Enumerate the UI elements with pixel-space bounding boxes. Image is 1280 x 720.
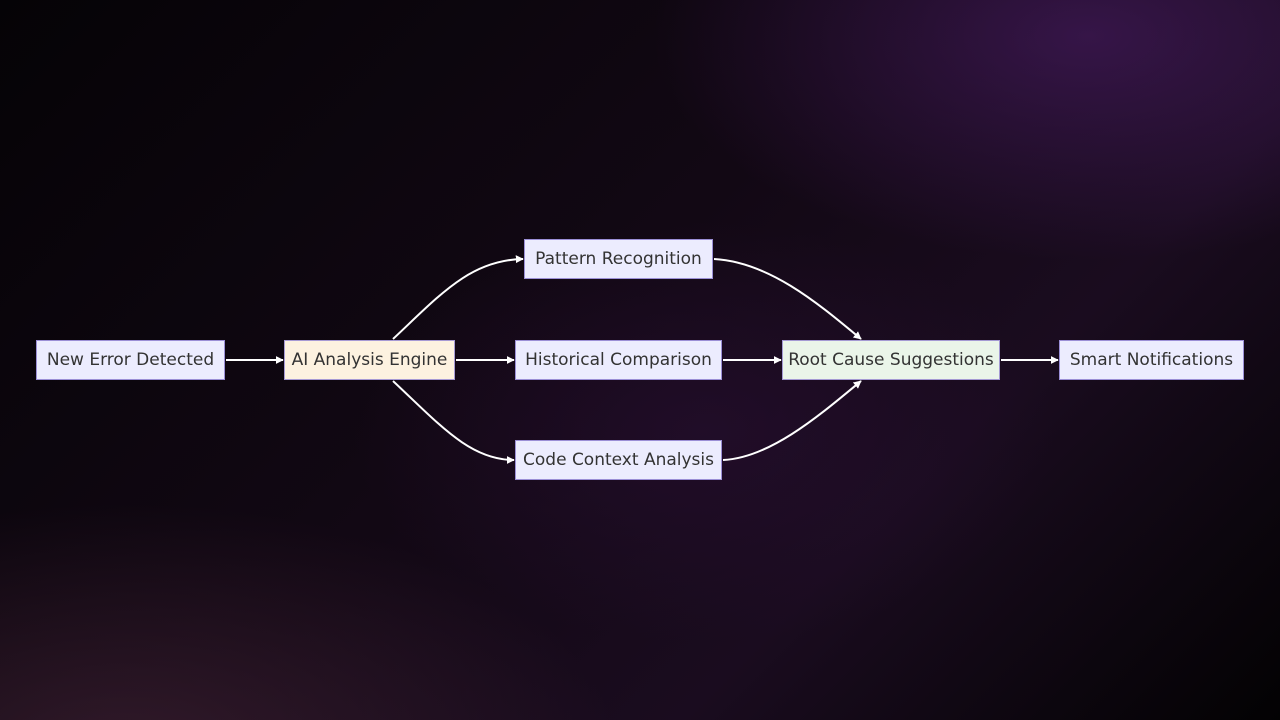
node-label: Code Context Analysis	[523, 450, 714, 470]
node-ai-analysis-engine: AI Analysis Engine	[284, 340, 455, 380]
node-label: Smart Notifications	[1069, 350, 1234, 370]
edge-pattern-to-root-cause	[713, 258, 862, 340]
node-label: Root Cause Suggestions	[788, 350, 994, 370]
node-pattern-recognition: Pattern Recognition	[524, 239, 713, 279]
node-label: Pattern Recognition	[535, 249, 702, 269]
edge-ai-engine-to-pattern	[392, 255, 524, 340]
node-label: AI Analysis Engine	[291, 350, 448, 370]
node-smart-notifications: Smart Notifications	[1059, 340, 1244, 380]
node-label: New Error Detected	[46, 350, 215, 370]
edge-ai-engine-to-code-context	[392, 380, 515, 464]
node-historical-comparison: Historical Comparison	[515, 340, 722, 380]
node-root-cause-suggestions: Root Cause Suggestions	[782, 340, 1000, 380]
node-label: Historical Comparison	[525, 350, 712, 370]
node-code-context-analysis: Code Context Analysis	[515, 440, 722, 480]
node-new-error-detected: New Error Detected	[36, 340, 225, 380]
edge-code-context-to-root-cause	[722, 380, 862, 461]
